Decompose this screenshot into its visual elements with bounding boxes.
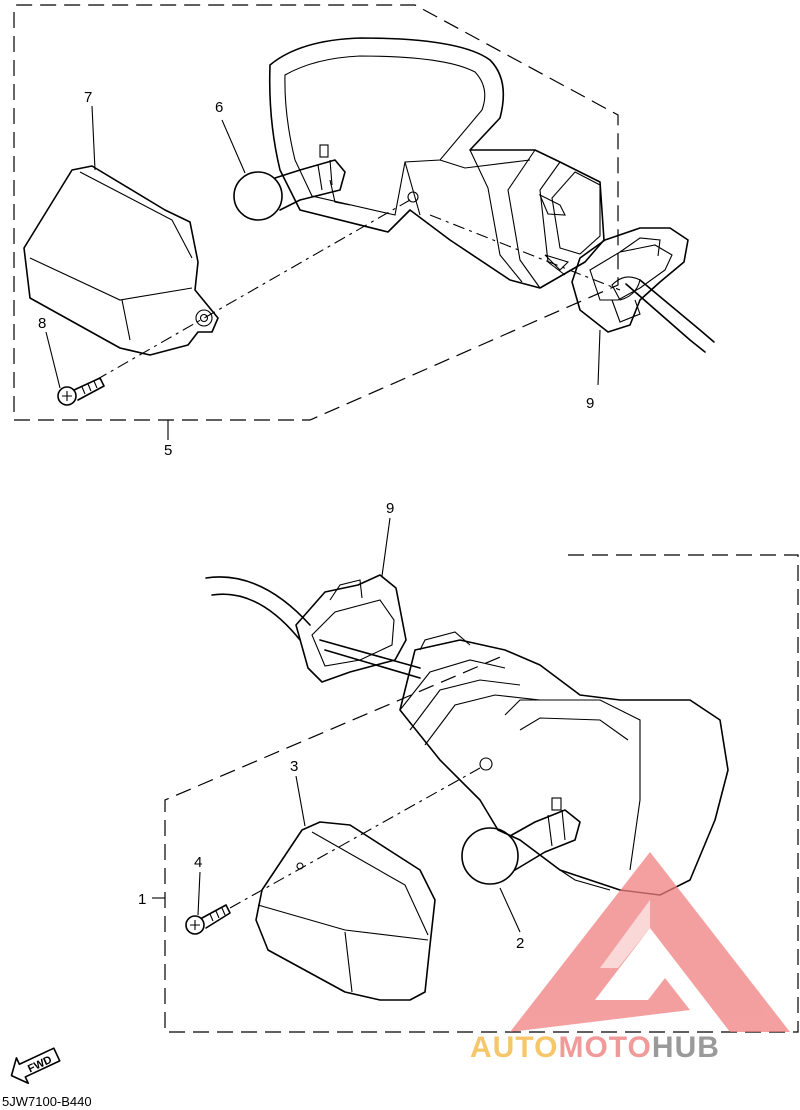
lower-assembly: 9 3 4 1 2 — [138, 500, 799, 1033]
lower-wire — [205, 576, 311, 626]
watermark-text: AUTOMOTOHUB — [470, 1031, 720, 1064]
watermark-logo — [510, 852, 790, 1032]
callout-3: 3 — [290, 758, 298, 775]
upper-wire — [625, 283, 706, 353]
callout-6: 6 — [215, 99, 223, 116]
callout-9-upper: 9 — [586, 395, 594, 412]
lower-screw — [185, 904, 231, 935]
callout-4: 4 — [194, 854, 202, 871]
callout-1: 1 — [138, 891, 146, 908]
lower-lens — [255, 821, 436, 1001]
upper-housing — [268, 37, 605, 289]
triangle-logo-icon — [510, 852, 790, 1032]
drawing-code: 5JW7100-B440 — [2, 1094, 92, 1109]
watermark-auto: AUTO — [470, 1031, 558, 1064]
lower-grommet — [295, 574, 407, 683]
watermark-moto: MOTO — [558, 1031, 651, 1064]
lower-assembly-boundary — [164, 554, 799, 1033]
fwd-label: FWD — [26, 1054, 54, 1075]
forward-arrow-icon — [10, 1047, 61, 1085]
callout-5: 5 — [164, 442, 172, 459]
lower-bulb — [461, 797, 581, 885]
upper-assembly-boundary — [13, 4, 619, 421]
callout-7: 7 — [84, 89, 92, 106]
callout-9-lower: 9 — [386, 500, 394, 517]
upper-bulb — [233, 144, 346, 221]
callout-8: 8 — [38, 315, 46, 332]
upper-lens — [23, 165, 219, 356]
upper-grommet — [571, 227, 689, 333]
fwd-arrow: FWD — [10, 1047, 61, 1085]
callout-2: 2 — [516, 935, 524, 952]
upper-screw — [57, 377, 105, 406]
lower-housing — [399, 631, 729, 896]
watermark-hub: HUB — [652, 1031, 720, 1064]
upper-assembly: 7 6 8 9 5 — [13, 4, 715, 459]
